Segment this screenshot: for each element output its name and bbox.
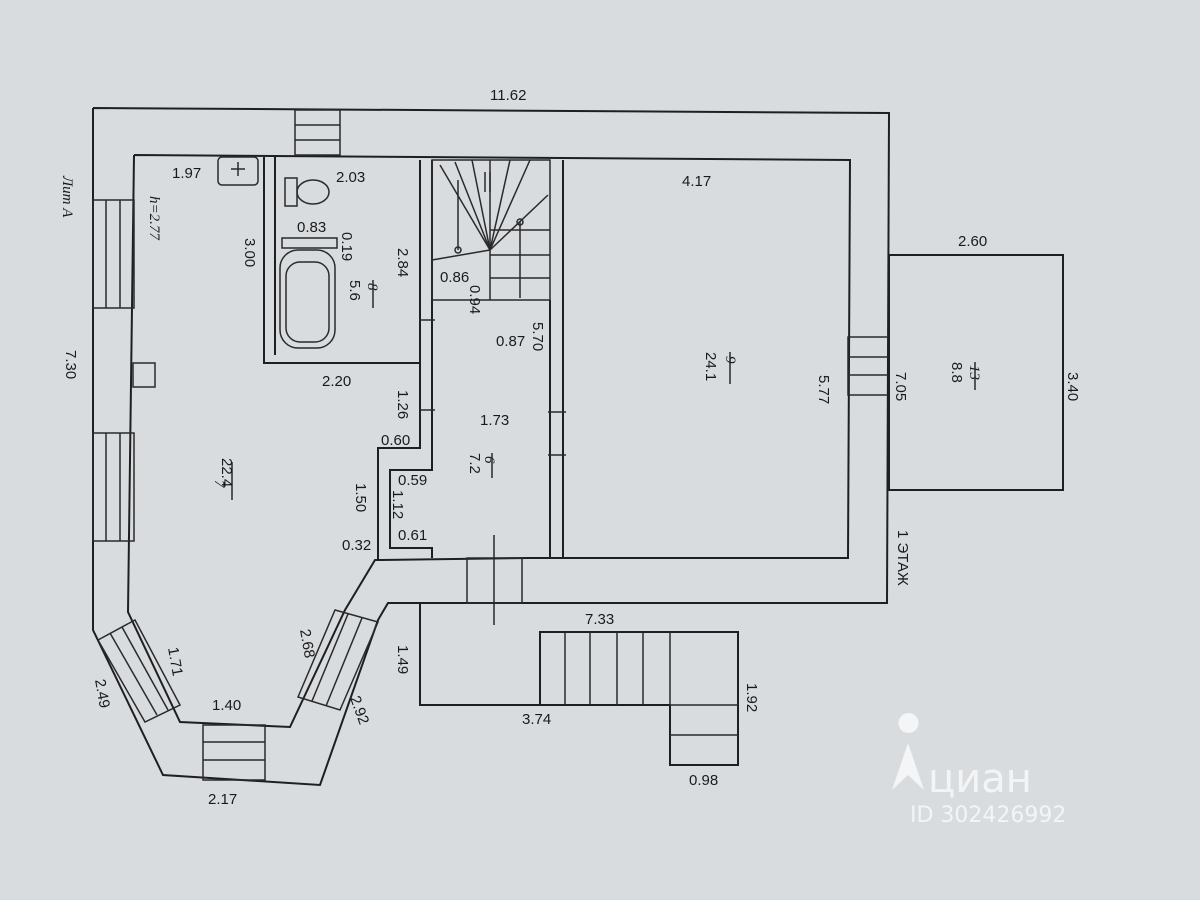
dim-corr-g: 0.32 (342, 537, 371, 554)
room-9-area: 24.1 (702, 352, 719, 381)
toilet (284, 177, 330, 207)
dim-bath-small: 0.83 (297, 219, 326, 236)
room-6-area: 7.2 (466, 453, 483, 474)
porch (419, 603, 739, 766)
room-8-area: 5.6 (346, 280, 363, 301)
map-pin-icon (892, 713, 924, 790)
door-right (847, 336, 890, 396)
room-6-label: 6 7.2 (466, 453, 497, 478)
dim-room9-h: 5.77 (815, 375, 832, 404)
dim-stair-b: 0.94 (466, 285, 483, 314)
room-6-number: 6 (481, 456, 497, 464)
watermark-id: ID 302426992 (910, 803, 1066, 828)
dim-stair-h: 2.84 (394, 248, 411, 277)
room-13-area: 8.8 (948, 362, 965, 383)
room-8-label: 8 5.6 (346, 280, 380, 308)
window-left-bottom (92, 432, 135, 542)
dim-left-side: 7.30 (62, 350, 79, 379)
watermark-brand: циан (928, 756, 1032, 802)
dim-corr-d: 1.12 (389, 490, 406, 519)
window-left-top (92, 199, 135, 309)
sink (217, 156, 259, 186)
dim-corr-f: 1.50 (352, 483, 369, 512)
dim-bath-tiny: 0.19 (338, 232, 355, 261)
inner-wall (126, 154, 852, 729)
dim-ext-top: 2.60 (958, 233, 987, 250)
dim-room8-w: 2.20 (322, 373, 351, 390)
bath-shelf (281, 237, 338, 249)
dim-ext-side: 3.40 (1064, 372, 1081, 401)
window-bay-right (296, 609, 380, 711)
room-9-label: 9 24.1 (702, 352, 738, 384)
dim-step-w: 0.98 (689, 772, 718, 789)
room-13-number: 13 (966, 365, 982, 380)
extension-room (888, 254, 1064, 491)
dim-corr-w: 1.73 (480, 412, 509, 429)
dim-corr-c: 0.59 (398, 472, 427, 489)
dim-porch-w: 7.33 (585, 611, 614, 628)
outer-wall (92, 107, 891, 787)
dim-step-h: 1.92 (743, 683, 760, 712)
door-bottom (466, 535, 523, 625)
corridor-walls (377, 160, 564, 560)
dim-bath-w: 1.97 (172, 165, 201, 182)
dim-bay-b: 1.71 (164, 646, 186, 678)
dim-bay-f: 2.17 (208, 791, 237, 808)
chimney (132, 362, 156, 388)
dim-corr-b: 0.60 (381, 432, 410, 449)
dim-outer-top: 11.62 (490, 87, 526, 104)
window-bay-left (96, 618, 182, 723)
dim-stair-d: 5.70 (529, 322, 546, 351)
dim-porch-b: 3.74 (522, 711, 551, 728)
dim-porch-h: 1.49 (394, 645, 411, 674)
staircase (431, 159, 551, 301)
room-8-number: 8 (364, 283, 380, 291)
dim-room13-h: 7.05 (892, 372, 909, 401)
dim-stair-c: 0.87 (496, 333, 525, 350)
dim-room9-top: 4.17 (682, 173, 711, 190)
dim-wc-w: 2.03 (336, 169, 365, 186)
watermark: циан ID 302426992 (892, 713, 1066, 828)
room-7-area: 22.4 (218, 458, 235, 487)
height-note: h=2.77 (146, 196, 162, 241)
floor-note: 1 ЭТАЖ (894, 530, 911, 586)
dim-bath-h: 3.00 (241, 238, 258, 267)
dim-bay-d: 1.40 (212, 697, 241, 714)
dim-bay-e: 2.92 (346, 694, 372, 727)
dim-corr-e: 0.61 (398, 527, 427, 544)
dim-stair-a: 0.86 (440, 269, 469, 286)
bathtub (279, 249, 336, 349)
room-13-label: 13 8.8 (948, 362, 982, 390)
window-bottom (202, 724, 266, 781)
dim-bay-a: 2.68 (296, 628, 318, 660)
window-top (294, 109, 341, 156)
room-7-number: 7 (211, 480, 227, 489)
dim-corr-a: 1.26 (394, 390, 411, 419)
room-7-label: 7 22.4 (211, 458, 235, 500)
dim-bay-c: 2.49 (91, 678, 113, 710)
litera-note: Лит А (59, 175, 75, 218)
